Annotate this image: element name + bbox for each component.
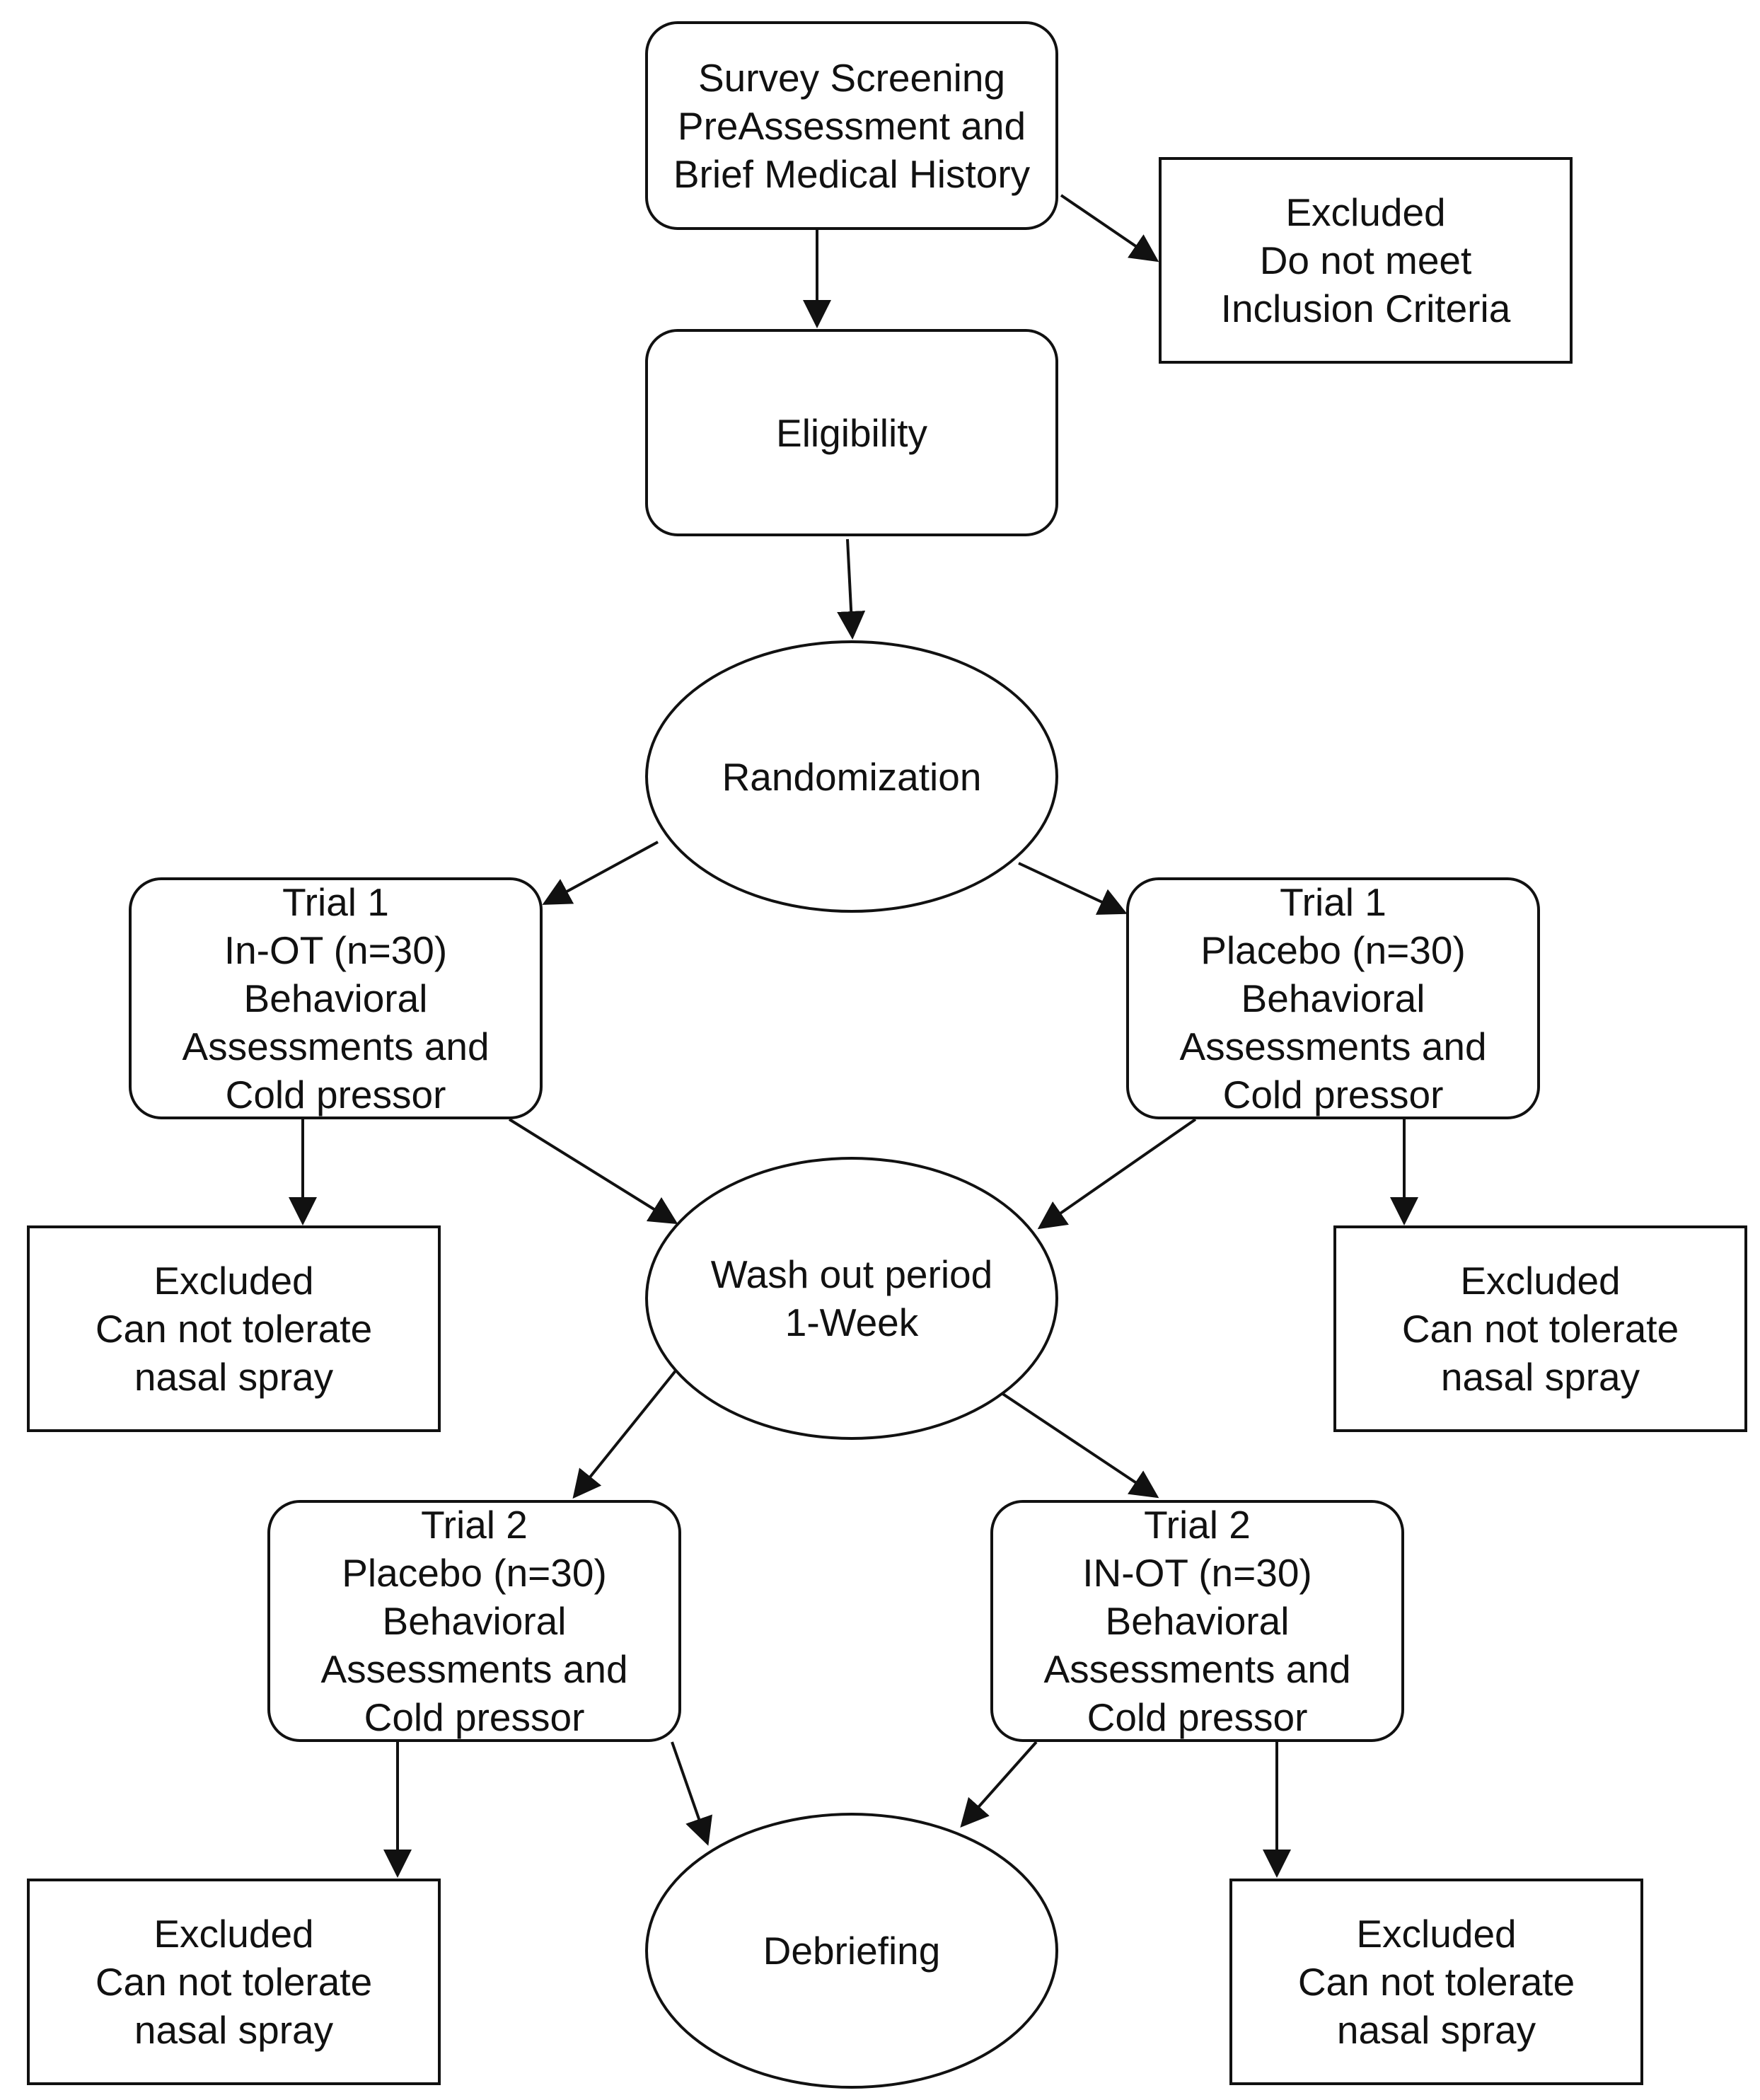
debriefing-ellipse: Debriefing (645, 1813, 1058, 2089)
screening-line-2: PreAssessment and (677, 103, 1026, 148)
screening-line-1: Survey Screening (697, 55, 1006, 100)
excluded-left2-line-1: Excluded (154, 1912, 314, 1956)
trial1-placebo-line-2: Placebo (n=30) (1200, 928, 1466, 972)
excluded-left2-line-3: nasal spray (134, 2008, 334, 2052)
trial1-inot-box: Trial 1 In-OT (n=30) Behavioral Assessme… (129, 877, 543, 1119)
arrow-trial2-inot-to-debriefing (960, 1741, 1038, 1828)
trial2-inot-line-3: Behavioral (1105, 1599, 1290, 1643)
arrow-washout-to-trial2-placebo (572, 1361, 684, 1499)
excluded-top-line-2: Do not meet (1259, 238, 1472, 282)
trial2-placebo-box: Trial 2 Placebo (n=30) Behavioral Assess… (267, 1500, 681, 1742)
debriefing-label: Debriefing (763, 1929, 941, 1973)
arrow-washout-to-trial2-inot (996, 1389, 1159, 1499)
eligibility-label: Eligibility (776, 410, 927, 455)
excluded-left2-line-2: Can not tolerate (95, 1960, 373, 2004)
trial2-placebo-line-2: Placebo (n=30) (342, 1551, 607, 1595)
trial2-placebo-line-3: Behavioral (382, 1599, 567, 1643)
excluded-right1-line-2: Can not tolerate (1401, 1307, 1679, 1351)
randomization-label: Randomization (722, 754, 982, 799)
trial1-placebo-line-3: Behavioral (1241, 976, 1425, 1020)
excluded-left1-line-2: Can not tolerate (95, 1307, 373, 1351)
arrow-trial1-placebo-to-washout (1037, 1118, 1197, 1230)
excluded-left-trial1-box: Excluded Can not tolerate nasal spray (27, 1225, 441, 1432)
excluded-right1-line-1: Excluded (1460, 1259, 1621, 1303)
arrow-randomization-to-trial1-placebo (1018, 862, 1128, 915)
washout-line-2: 1-Week (785, 1300, 919, 1344)
trial2-inot-line-1: Trial 2 (1144, 1503, 1251, 1547)
trial1-placebo-line-4: Assessments and (1179, 1025, 1487, 1068)
trial1-inot-line-5: Cold pressor (225, 1073, 446, 1117)
eligibility-box: Eligibility (645, 329, 1058, 536)
excluded-left1-line-3: nasal spray (134, 1355, 334, 1399)
trial1-placebo-box: Trial 1 Placebo (n=30) Behavioral Assess… (1126, 877, 1540, 1119)
excluded-right1-line-3: nasal spray (1440, 1355, 1640, 1399)
washout-ellipse: Wash out period 1-Week (645, 1157, 1058, 1440)
trial2-inot-box: Trial 2 IN-OT (n=30) Behavioral Assessme… (990, 1500, 1404, 1742)
excluded-right2-line-2: Can not tolerate (1297, 1960, 1575, 2004)
randomization-ellipse: Randomization (645, 640, 1058, 913)
excluded-top-line-3: Inclusion Criteria (1220, 287, 1511, 330)
excluded-right-trial2-box: Excluded Can not tolerate nasal spray (1229, 1879, 1643, 2085)
trial2-inot-line-5: Cold pressor (1087, 1695, 1308, 1739)
excluded-top-line-1: Excluded (1285, 190, 1446, 234)
arrow-trial1-inot-to-washout (508, 1118, 678, 1225)
screening-line-3: Brief Medical History (673, 151, 1031, 196)
trial1-placebo-line-5: Cold pressor (1222, 1073, 1444, 1117)
trial1-inot-line-4: Assessments and (182, 1025, 490, 1068)
trial1-inot-line-3: Behavioral (243, 976, 428, 1020)
trial1-inot-line-1: Trial 1 (282, 880, 389, 924)
washout-line-1: Wash out period (710, 1252, 993, 1296)
trial2-placebo-line-1: Trial 2 (421, 1503, 528, 1547)
trial2-inot-line-4: Assessments and (1043, 1647, 1351, 1691)
screening-box: Survey Screening PreAssessment and Brief… (645, 21, 1058, 230)
trial1-inot-line-2: In-OT (n=30) (224, 928, 448, 972)
arrow-eligibility-to-randomization (837, 538, 866, 640)
excluded-left1-line-1: Excluded (154, 1259, 314, 1303)
trial1-placebo-line-1: Trial 1 (1280, 880, 1386, 924)
excluded-right2-line-3: nasal spray (1336, 2008, 1536, 2052)
excluded-inclusion-criteria-box: Excluded Do not meet Inclusion Criteria (1159, 157, 1573, 364)
arrow-trial2-placebo-to-debriefing (671, 1741, 712, 1846)
trial2-placebo-line-4: Assessments and (320, 1647, 628, 1691)
excluded-right-trial1-box: Excluded Can not tolerate nasal spray (1333, 1225, 1747, 1432)
arrow-randomization-to-trial1-inot (542, 841, 659, 905)
excluded-right2-line-1: Excluded (1356, 1912, 1517, 1956)
arrow-screening-to-excluded (1060, 194, 1159, 262)
trial2-placebo-line-5: Cold pressor (364, 1695, 585, 1739)
excluded-left-trial2-box: Excluded Can not tolerate nasal spray (27, 1879, 441, 2085)
trial2-inot-line-2: IN-OT (n=30) (1082, 1551, 1312, 1595)
